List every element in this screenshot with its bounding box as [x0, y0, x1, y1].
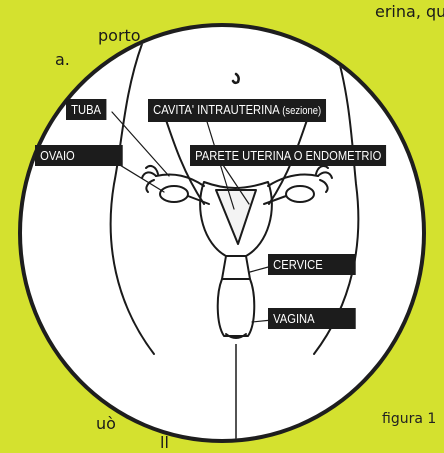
navel-mark	[231, 72, 240, 85]
text-fragment-2: porto	[98, 26, 141, 45]
text-fragment-4: uò	[96, 414, 116, 433]
label-cavita-intrauterina: CAVITA' INTRAUTERINA (sezione)	[148, 99, 327, 122]
tube-left	[155, 173, 205, 187]
text-fragment-3: a.	[55, 50, 70, 69]
ovary-left	[159, 185, 189, 203]
ligament-right	[263, 195, 287, 205]
ovary-right	[285, 185, 315, 203]
pointer-parete	[218, 158, 250, 205]
fimbriae-right	[315, 165, 333, 193]
hip-curve-left	[163, 113, 205, 205]
vagina-canal	[216, 278, 256, 337]
label-vagina: VAGINA	[268, 308, 356, 329]
vaginal-opening	[225, 333, 247, 339]
fimbriae-left	[141, 165, 159, 193]
torso-left-outline	[109, 43, 155, 355]
ligament-left	[187, 195, 210, 205]
label-ovaio: OVAIO	[35, 145, 123, 166]
tube-right	[267, 173, 319, 187]
anatomy-figure	[18, 23, 426, 443]
text-fragment-1: erina, qui	[375, 2, 444, 21]
label-tuba: TUBA	[66, 99, 107, 120]
cervix	[221, 255, 251, 280]
anatomy-drawing	[109, 43, 360, 439]
label-cervice: CERVICE	[268, 254, 356, 275]
pointer-tuba	[111, 111, 170, 177]
label-parete-uterina: PARETE UTERINA O ENDOMETRIO	[190, 145, 387, 166]
uterine-cavity	[215, 189, 257, 245]
figure-caption: figura 1	[382, 411, 437, 427]
